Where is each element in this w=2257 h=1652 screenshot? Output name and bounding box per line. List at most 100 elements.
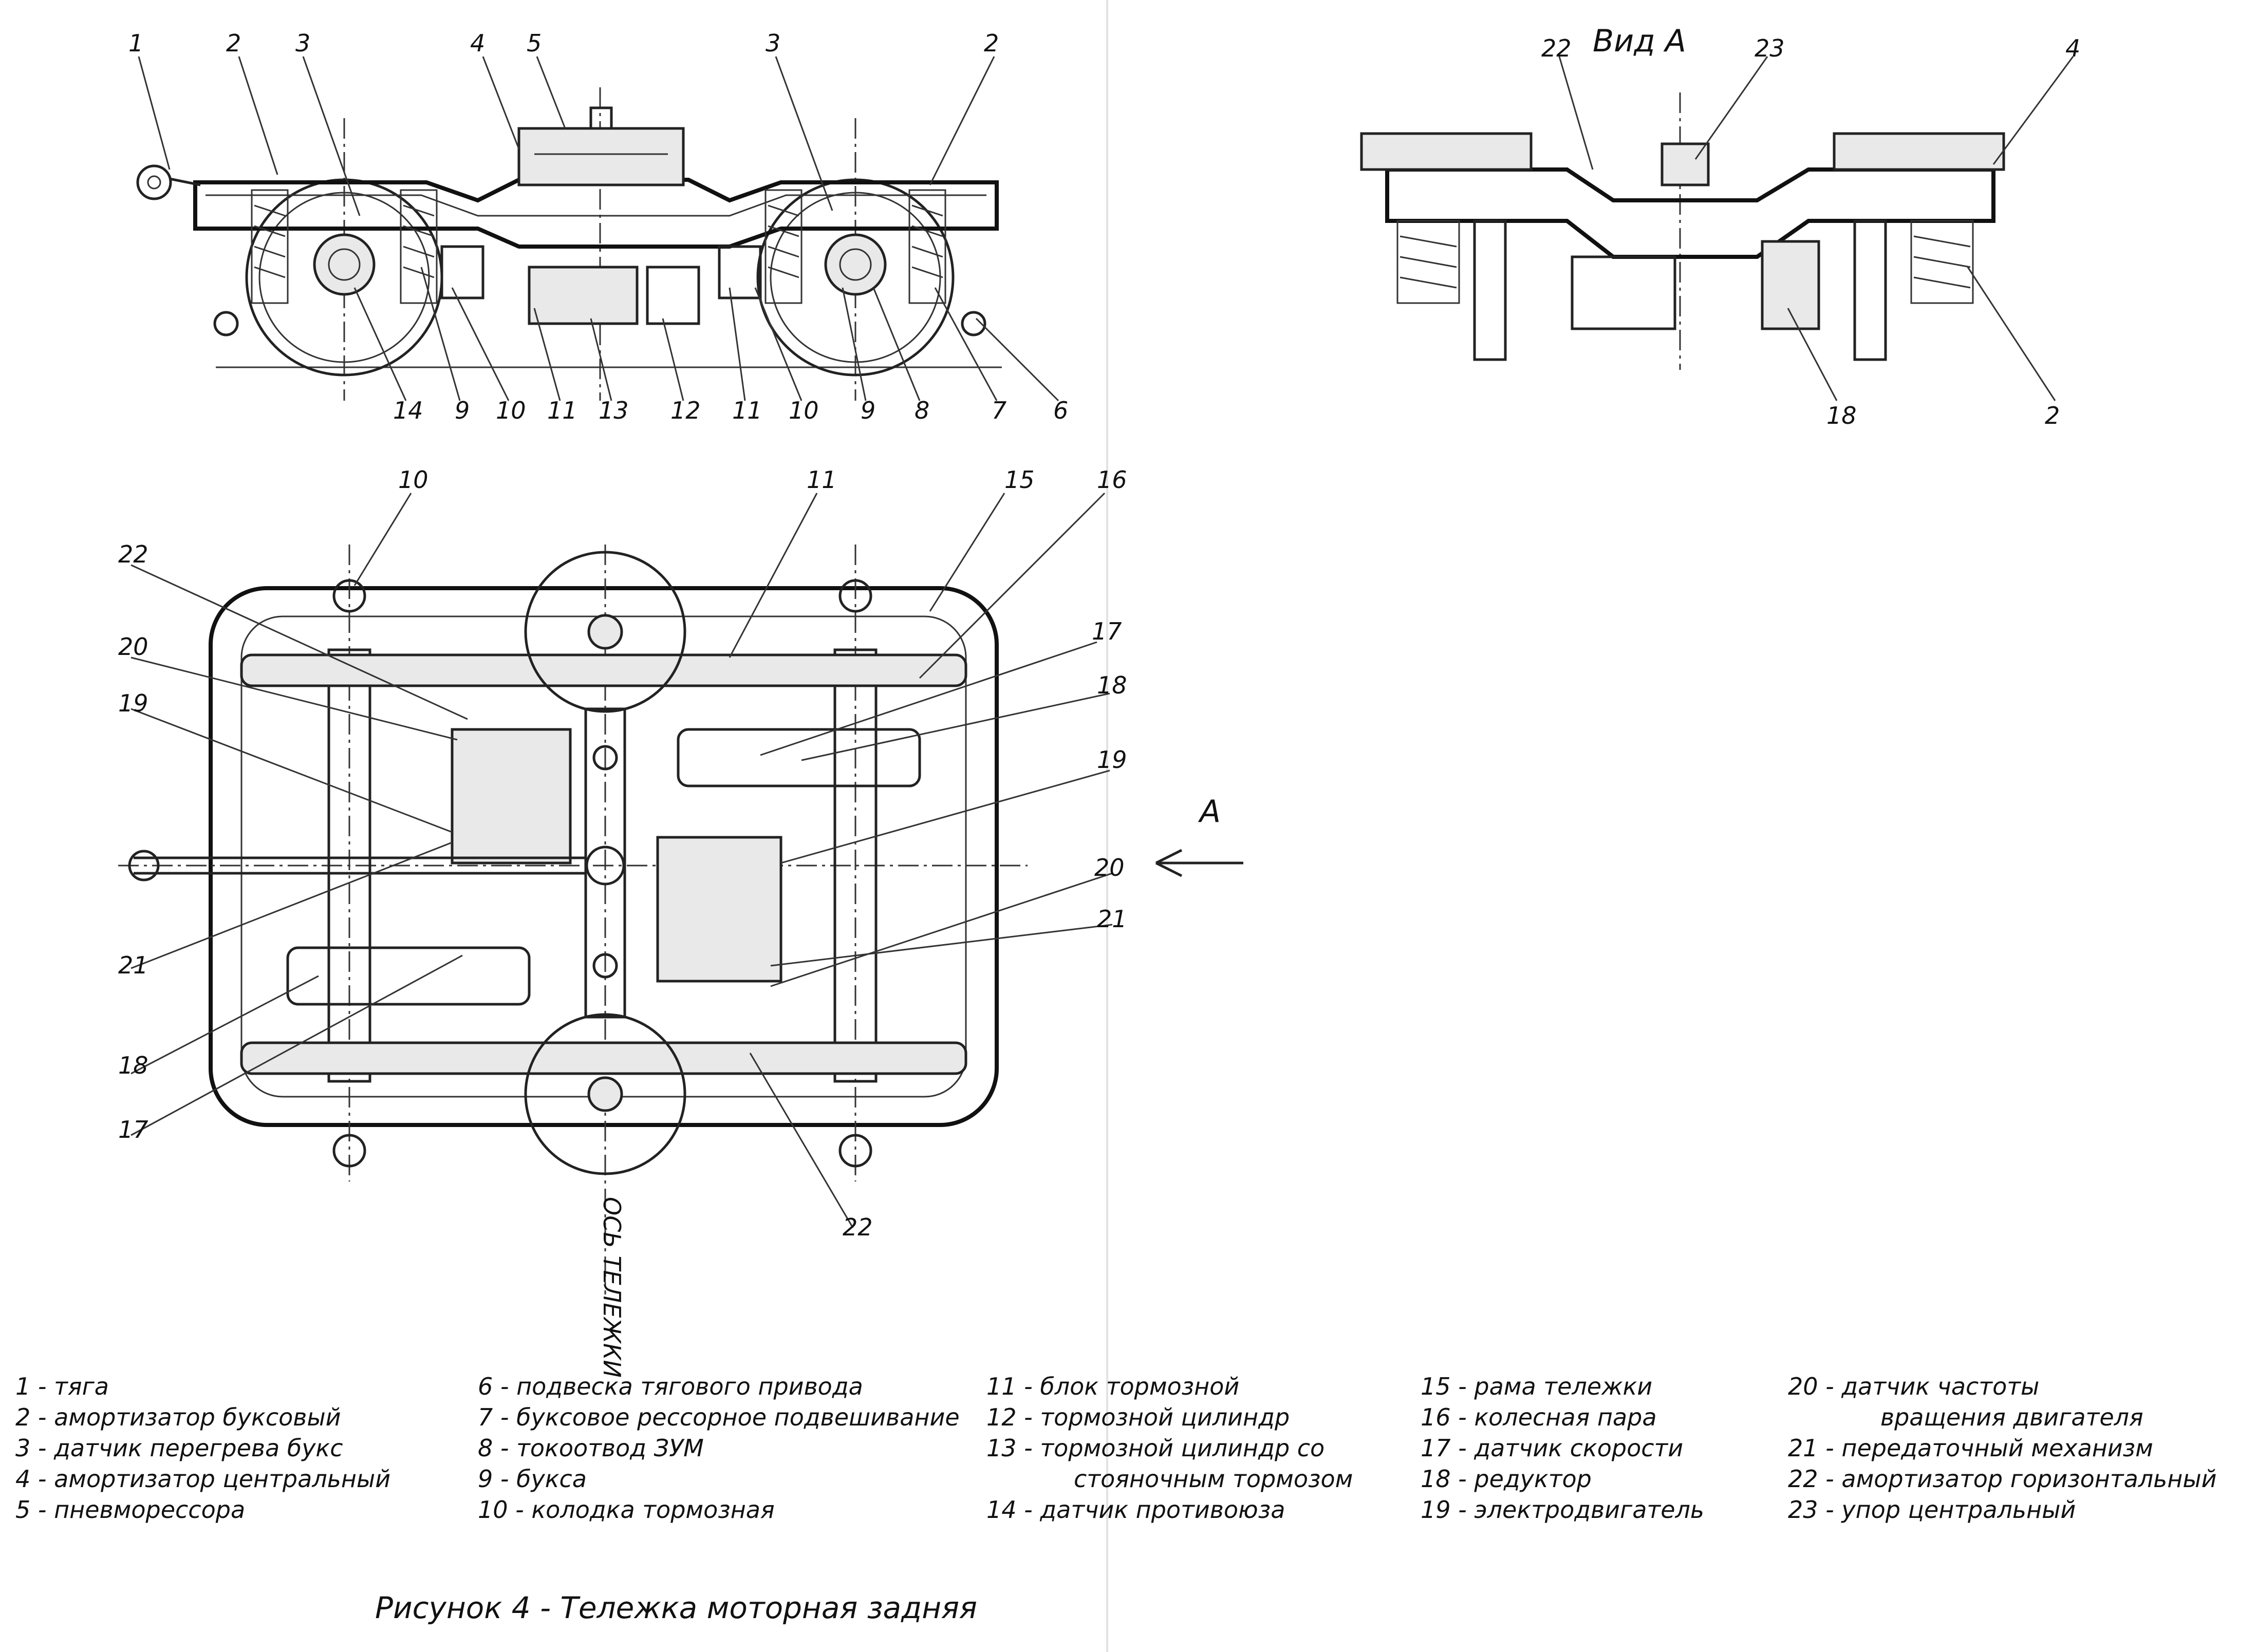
legend-item: 3 - датчик перегрева букс (15, 1434, 343, 1462)
callout: 17 (1092, 617, 1122, 645)
legend-item: 2 - амортизатор буксовый (15, 1403, 341, 1431)
view-a-title: Вид А (1593, 23, 1686, 59)
legend-column: 6 - подвеска тягового привода 7 - буксов… (478, 1373, 960, 1524)
callout: 3 (295, 29, 310, 57)
brake-disc-top (524, 551, 686, 713)
callout: 1 (128, 29, 143, 57)
traction-motor-plan-right (656, 836, 782, 983)
callout: 9 (861, 397, 875, 424)
bogie-axis-label: ОСЬ ТЕЛЕЖКИ (598, 1197, 626, 1378)
brake-cylinder-2-side (646, 266, 700, 325)
callout: 2 (226, 29, 241, 57)
callout: 7 (992, 397, 1006, 424)
traction-rod-eye (136, 164, 172, 200)
side-view-leaders (138, 56, 1059, 402)
legend-item: 1 - тяга (15, 1373, 109, 1400)
callout: 5 (527, 29, 542, 57)
callout: 10 (496, 397, 526, 424)
callout: 13 (599, 397, 629, 424)
legend-item: 4 - амортизатор центральный (15, 1465, 390, 1493)
callout: 11 (547, 397, 577, 424)
callout: 19 (1097, 746, 1127, 774)
view-direction-arrow (1155, 849, 1243, 877)
gearbox-plan-top (677, 728, 921, 787)
callout: 10 (789, 397, 819, 424)
callout: 23 (1755, 34, 1785, 62)
callout: 2 (2045, 402, 2060, 429)
end-view-wheel-right (1853, 219, 1887, 361)
axlebox-springs-left (251, 189, 438, 304)
callout: 2 (984, 29, 999, 57)
legend-column: 15 - рама тележки 16 - колесная пара 17 … (1421, 1373, 1704, 1524)
callout: 18 (1826, 402, 1857, 429)
callout: 9 (455, 397, 470, 424)
brake-cylinder-side (528, 266, 639, 325)
legend-item: 10 - колодка тормозная (478, 1496, 775, 1524)
callout: 4 (470, 29, 485, 57)
legend-item: 18 - редуктор (1421, 1465, 1592, 1493)
legend-item: 8 - токоотвод ЗУМ (478, 1434, 704, 1462)
end-view-wheel-left (1473, 219, 1507, 361)
axlebox-right (824, 233, 887, 296)
callout: 11 (732, 397, 762, 424)
brake-disc-bottom (524, 1013, 686, 1175)
wheelset-plan-right (833, 648, 878, 1083)
callout: 22 (118, 540, 148, 568)
callout: 6 (1053, 397, 1068, 424)
side-frame (193, 178, 999, 249)
callout: 3 (766, 29, 780, 57)
wheel-right (756, 178, 955, 377)
callout: 22 (1541, 34, 1572, 62)
legend-item: 21 - передаточный механизм (1788, 1434, 2153, 1462)
callout: 22 (843, 1213, 873, 1241)
legend-item: 13 - тормозной цилиндр со (986, 1434, 1325, 1462)
end-view-callout-numbers: 22 23 4 18 2 (1541, 34, 2080, 429)
callout: 20 (1094, 854, 1125, 881)
legend-item: 11 - блок тормозной (986, 1373, 1239, 1400)
legend-column: 11 - блок тормозной 12 - тормозной цилин… (986, 1373, 1353, 1524)
plan-view-callout-numbers: 10 11 15 16 22 20 19 21 18 17 17 18 19 2… (118, 466, 1127, 1241)
legend-item: 17 - датчик скорости (1421, 1434, 1683, 1462)
side-view-callout-numbers: 1 2 3 4 5 3 2 14 9 10 11 13 12 11 10 9 8… (128, 29, 1068, 424)
callout: 20 (118, 633, 148, 661)
callout: 14 (393, 397, 423, 424)
legend-item: 19 - электродвигатель (1421, 1496, 1704, 1524)
legend-item: 12 - тормозной цилиндр (986, 1403, 1290, 1431)
traction-rod-plan (134, 856, 586, 875)
legend-item: 9 - букса (478, 1465, 587, 1493)
callout: 12 (670, 397, 701, 424)
air-spring (517, 127, 685, 186)
legend-item: вращения двигателя (1880, 1403, 2143, 1431)
callout: 8 (915, 397, 929, 424)
callout: 18 (1097, 671, 1127, 699)
axlebox-springs-right (764, 189, 946, 304)
legend-item: 22 - амортизатор горизонтальный (1788, 1465, 2217, 1493)
end-view-frame (1385, 167, 1995, 259)
legend-column: 20 - датчик частоты вращения двигателя 2… (1788, 1373, 2217, 1524)
callout: 15 (1004, 466, 1035, 494)
legend-item: стояночным тормозом (1074, 1465, 1353, 1493)
legend-item: 15 - рама тележки (1421, 1373, 1652, 1400)
callout: 16 (1097, 466, 1127, 494)
side-view (136, 87, 1002, 401)
legend-item: 7 - буксовое рессорное подвешивание (478, 1403, 960, 1431)
legend-item: 20 - датчик частоты (1788, 1373, 2039, 1400)
wheelset-plan-left (327, 648, 371, 1083)
axlebox-left (313, 233, 376, 296)
callout: 10 (398, 466, 428, 494)
legend-item: 14 - датчик противоюза (986, 1496, 1285, 1524)
callout: 21 (118, 951, 148, 979)
legend-column: 1 - тяга 2 - амортизатор буксовый 3 - да… (15, 1373, 390, 1524)
callout: 21 (1097, 905, 1127, 933)
legend-item: 6 - подвеска тягового привода (478, 1373, 863, 1400)
callout: 19 (118, 689, 148, 717)
figure-caption: Рисунок 4 - Тележка моторная задняя (375, 1590, 977, 1625)
plan-view-leaders (130, 492, 1113, 1228)
legend-item: 5 - пневморессора (15, 1496, 245, 1524)
plan-view (118, 545, 1028, 1294)
callout: 11 (807, 466, 837, 494)
legend-item: 16 - колесная пара (1421, 1403, 1657, 1431)
end-view-leaders (1558, 56, 2074, 401)
traction-motor-plan-left (451, 728, 572, 865)
